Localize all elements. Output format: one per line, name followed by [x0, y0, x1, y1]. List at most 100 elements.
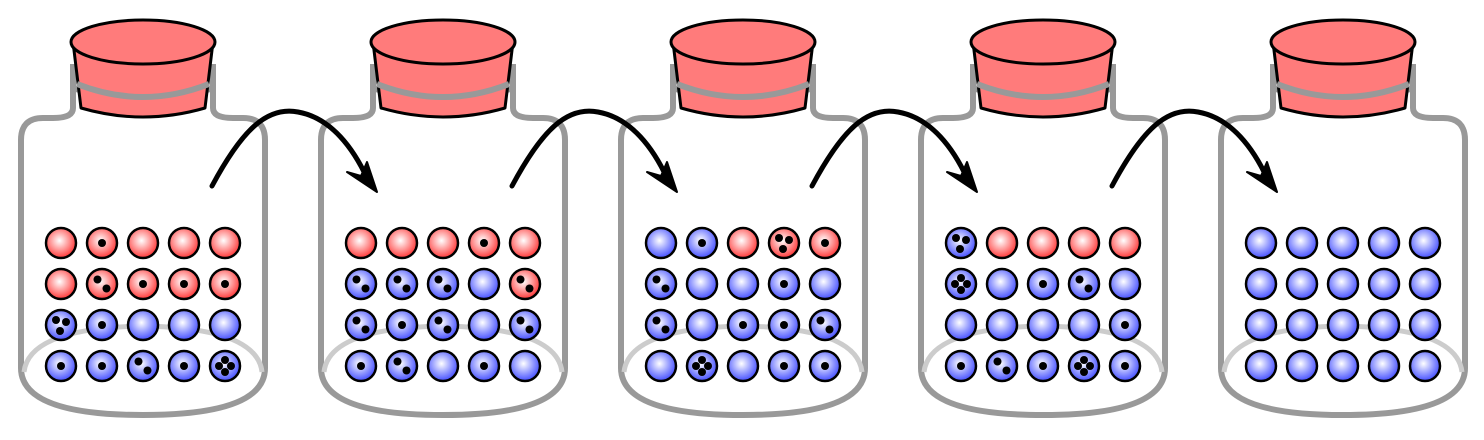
ball-body [644, 308, 678, 342]
ball-body [1408, 267, 1442, 301]
ball-blue [1244, 226, 1278, 260]
ball-body [385, 267, 419, 301]
ball-blue [1367, 349, 1401, 383]
ball-blue [467, 308, 501, 342]
electron-dot [402, 284, 411, 293]
ball-blue [426, 349, 460, 383]
ball-body [44, 267, 78, 301]
ball-blue [944, 267, 978, 301]
ball-body [1367, 349, 1401, 383]
ball-red [726, 226, 760, 260]
electron-dot [143, 366, 152, 375]
ball-blue [944, 226, 978, 260]
electron-dot [957, 286, 965, 294]
electron-dot [443, 284, 452, 293]
ball-body [1067, 308, 1101, 342]
ball-blue [167, 308, 201, 342]
electron-dot [993, 357, 1002, 366]
electron-dot [98, 321, 106, 329]
ball-body [985, 267, 1019, 301]
electron-dot [1080, 356, 1088, 364]
ball-red [126, 226, 160, 260]
ball-blue [644, 267, 678, 301]
ball-body [344, 226, 378, 260]
ball-blue [167, 349, 201, 383]
ball-red [767, 226, 801, 260]
ball-red [1067, 226, 1101, 260]
jar-cork-top [369, 18, 517, 66]
ball-blue [1108, 349, 1142, 383]
jar-neck-ring-front [1275, 81, 1411, 100]
ball-blue [1067, 267, 1101, 301]
ball-body [126, 308, 160, 342]
ball-blue [685, 349, 719, 383]
ball-body [1285, 308, 1319, 342]
ball-body [126, 226, 160, 260]
ball-body [426, 226, 460, 260]
ball-body [1244, 267, 1278, 301]
electron-dot [434, 316, 443, 325]
ball-blue [726, 308, 760, 342]
electron-dot [221, 356, 229, 364]
ball-blue [1326, 267, 1360, 301]
electron-dot [739, 321, 747, 329]
ball-blue [385, 349, 419, 383]
electron-dot [402, 366, 411, 375]
ball-body [1244, 226, 1278, 260]
electron-dot [816, 316, 825, 325]
ball-body [985, 226, 1019, 260]
ball-blue [1067, 308, 1101, 342]
ball-blue [1326, 308, 1360, 342]
ball-blue [685, 308, 719, 342]
ball-body [1108, 226, 1142, 260]
ball-blue [1244, 308, 1278, 342]
ball-blue [385, 308, 419, 342]
ball-blue [1026, 349, 1060, 383]
arrow-head [1246, 161, 1278, 193]
ball-red [508, 267, 542, 301]
ball-body [426, 308, 460, 342]
ball-body [1326, 226, 1360, 260]
electron-dot [825, 325, 834, 334]
electron-dot [957, 362, 965, 370]
electron-dot [698, 356, 706, 364]
ball-body [1408, 308, 1442, 342]
ball-blue [126, 349, 160, 383]
ball-blue [985, 308, 1019, 342]
ball-body [808, 308, 842, 342]
jar-neck-ring-front [75, 81, 211, 100]
ball-red [385, 226, 419, 260]
electron-dot [443, 325, 452, 334]
ball-blue [767, 308, 801, 342]
ball-red [85, 267, 119, 301]
ball-blue [467, 349, 501, 383]
ball-body [685, 267, 719, 301]
electron-dot [102, 284, 111, 293]
ball-red [1026, 226, 1060, 260]
electron-dot [227, 362, 235, 370]
ball-body [1285, 349, 1319, 383]
transition-arrow-1 [209, 108, 378, 193]
ball-blue [1367, 226, 1401, 260]
ball-body [208, 349, 242, 383]
ball-body [726, 267, 760, 301]
ball-body [208, 308, 242, 342]
ball-body [385, 349, 419, 383]
ball-blue [644, 226, 678, 260]
electron-dot [480, 239, 488, 247]
ball-body [644, 226, 678, 260]
ball-body [508, 349, 542, 383]
ball-body [344, 308, 378, 342]
ball-body [944, 226, 978, 260]
electron-dot [1121, 362, 1129, 370]
ball-body [1067, 267, 1101, 301]
electron-dot [652, 275, 661, 284]
ball-red [426, 226, 460, 260]
ball-blue [1408, 308, 1442, 342]
ball-body [1108, 267, 1142, 301]
ball-body [985, 349, 1019, 383]
ball-body [1367, 267, 1401, 301]
ball-blue [508, 349, 542, 383]
ball-blue [644, 308, 678, 342]
jar-neck-ring-front [375, 81, 511, 100]
